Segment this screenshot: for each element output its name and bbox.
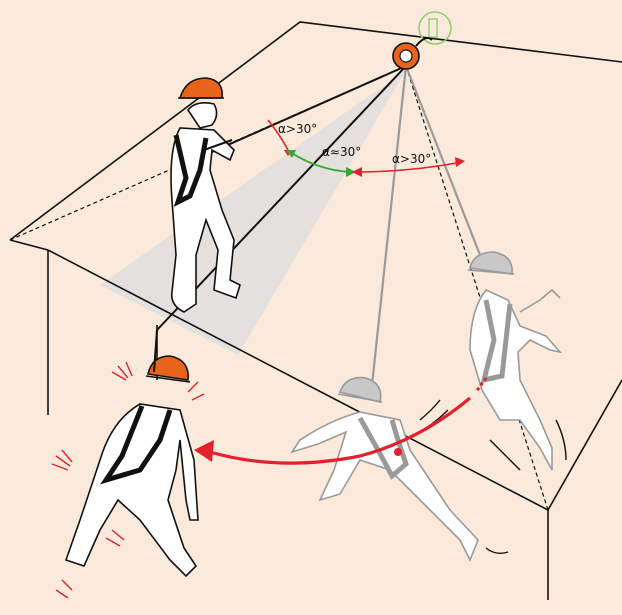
motion-marks bbox=[420, 400, 566, 553]
worker-fallen bbox=[66, 330, 198, 576]
swing-arrow-head bbox=[194, 440, 214, 462]
pendulum-lines bbox=[372, 66, 480, 385]
anchor-device bbox=[393, 12, 451, 69]
angle-label-left: α>30° bbox=[278, 122, 317, 136]
worker-swinging-center bbox=[292, 378, 478, 560]
safe-working-zone bbox=[100, 70, 406, 355]
angle-label-center: α≈30° bbox=[322, 145, 361, 159]
angle-arc-right-arrow-right bbox=[455, 157, 465, 167]
angle-label-right: α>30° bbox=[392, 152, 431, 166]
worker-swinging-right bbox=[468, 252, 560, 470]
angle-arc-right-arrow-left bbox=[352, 167, 362, 177]
swing-arrow-pivot bbox=[394, 448, 402, 456]
